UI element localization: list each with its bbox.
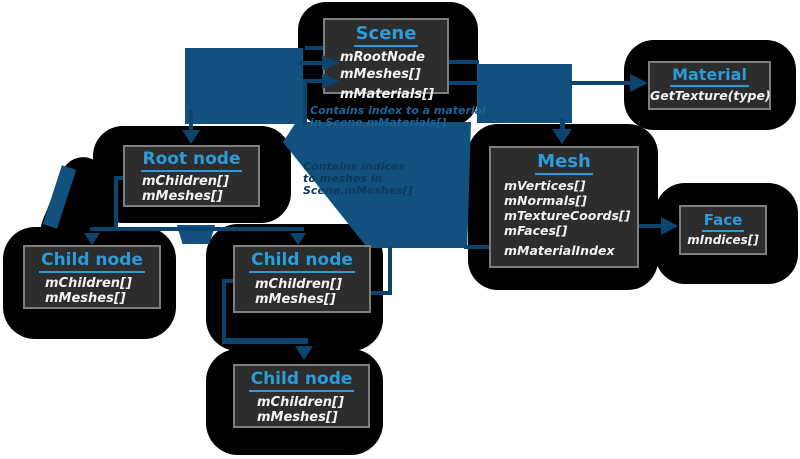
root-node-box: Root node mChildren[] mMeshes[]	[123, 145, 260, 207]
arrow-to-material-line	[570, 81, 632, 85]
mesh-indices-note-line1: Contains indices	[303, 160, 405, 173]
child-node-left-box: Child node mChildren[] mMeshes[]	[23, 245, 161, 309]
child-node-left-title: Child node	[25, 250, 159, 273]
mesh-indices-note-line2: to meshes in	[303, 172, 383, 185]
face-box-title: Face	[681, 211, 765, 232]
scene-mmeshes-out-line	[449, 60, 479, 64]
arrow-into-scene-mmeshes-head	[322, 55, 340, 71]
child-node-middle-box: Child node mChildren[] mMeshes[]	[233, 245, 371, 313]
root-node-box-title: Root node	[125, 149, 258, 172]
arrow-to-childleft-head	[84, 233, 100, 245]
childmiddle-mmeshes-line-v	[388, 247, 392, 295]
arrow-into-scene-mmaterials-head	[322, 73, 340, 89]
material-box: Material GetTexture(type)	[648, 61, 771, 110]
childmiddle-children-line-h1	[222, 279, 234, 283]
arrow-into-scene-mmeshes-line	[298, 61, 322, 65]
mesh-indices-note: Contains indices to meshes in Scene.mMes…	[303, 161, 413, 197]
arrow-into-scene-mmaterials-line	[303, 79, 322, 83]
arrow-to-childmiddle-head	[290, 233, 306, 245]
material-index-note-line1: Contains index to a material	[310, 104, 486, 117]
arrow-to-childbottom-head	[295, 346, 313, 360]
arrow-to-rootnode-stem	[189, 110, 193, 132]
root-node-field-mchildren: mChildren[]	[142, 174, 229, 189]
rootnode-children-line-v	[114, 176, 118, 231]
material-index-note-line2: in Scene.mMaterials[]	[310, 116, 447, 129]
arrow-to-face-line	[639, 224, 663, 228]
mesh-indices-note-line3: Scene.mMeshes[]	[303, 184, 413, 197]
arrow-into-scene-mmaterials-vertical	[303, 81, 307, 125]
mesh-box: Mesh mVertices[] mNormals[] mTextureCoor…	[489, 146, 639, 268]
scene-mmaterials-out-line	[449, 81, 479, 85]
arrow-to-face-head	[661, 217, 678, 235]
mesh-field-mvertices: mVertices[]	[504, 178, 586, 193]
material-field-gettexture: GetTexture(type)	[650, 88, 771, 103]
child-node-middle-field-mchildren: mChildren[]	[255, 277, 342, 292]
arrow-to-mesh-head	[552, 129, 572, 144]
blue-brush-right-block	[477, 64, 572, 123]
rootnode-children-line-h2	[90, 227, 304, 231]
child-node-bottom-field-mmeshes: mMeshes[]	[257, 410, 338, 425]
mesh-field-mnormals: mNormals[]	[504, 193, 587, 208]
scene-box: Scene mRootNode mMeshes[] mMaterials[]	[323, 18, 449, 102]
childmiddle-mmeshes-line-h	[370, 291, 392, 295]
arrow-to-mesh-stem	[560, 118, 565, 131]
rootnode-children-line-h1	[114, 176, 124, 180]
scene-box-title: Scene	[325, 23, 447, 47]
child-node-left-field-mchildren: mChildren[]	[45, 276, 132, 291]
mesh-materialindex-line	[464, 245, 490, 249]
childmiddle-children-line-h2	[222, 338, 308, 344]
mesh-field-mmaterialindex: mMaterialIndex	[504, 243, 615, 258]
root-node-field-mmeshes: mMeshes[]	[142, 189, 223, 204]
blue-brush-left-block	[185, 48, 303, 124]
mesh-box-title: Mesh	[491, 151, 637, 175]
material-index-note: Contains index to a material in Scene.mM…	[310, 105, 486, 129]
child-node-middle-title: Child node	[235, 250, 369, 273]
arrow-rootnode-field-line	[305, 46, 323, 50]
child-node-bottom-field-mchildren: mChildren[]	[257, 395, 344, 410]
material-box-title: Material	[650, 65, 769, 87]
scene-field-mmaterials: mMaterials[]	[340, 87, 435, 102]
mesh-field-mtexturecoords: mTextureCoords[]	[504, 208, 631, 223]
scene-field-mmeshes: mMeshes[]	[340, 67, 421, 82]
mesh-field-mfaces: mFaces[]	[504, 223, 568, 238]
childmiddle-children-line-v	[222, 279, 226, 343]
face-box: Face mIndices[]	[679, 205, 767, 255]
child-node-left-field-mmeshes: mMeshes[]	[45, 291, 126, 306]
arrow-to-rootnode-head	[182, 130, 200, 144]
child-node-bottom-box: Child node mChildren[] mMeshes[]	[233, 364, 370, 428]
face-field-mindices: mIndices[]	[687, 233, 759, 247]
child-node-bottom-title: Child node	[235, 369, 368, 392]
scene-field-mrootnode: mRootNode	[340, 50, 425, 65]
child-node-middle-field-mmeshes: mMeshes[]	[255, 292, 336, 307]
arrow-to-material-head	[630, 74, 648, 92]
